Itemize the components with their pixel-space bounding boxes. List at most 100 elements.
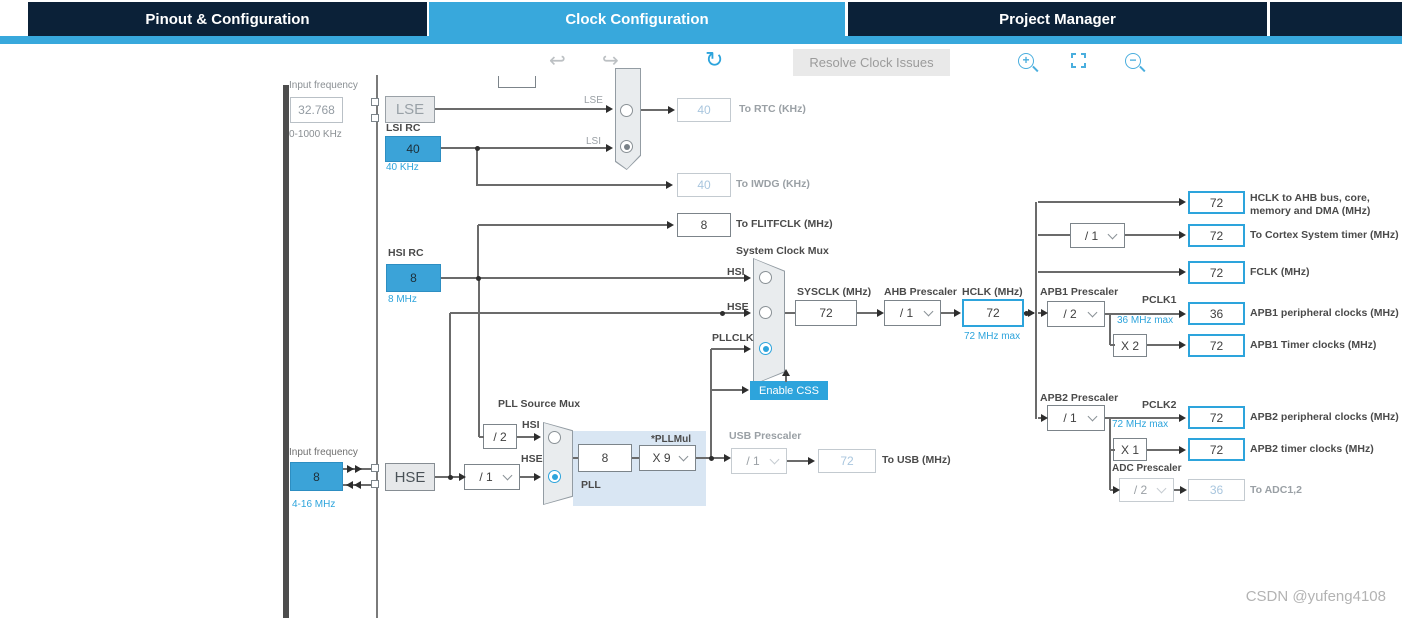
tab-project-manager[interactable]: Project Manager [848,2,1267,36]
wire [1174,489,1182,491]
mux-lsi-input-label: LSI [586,136,602,147]
junction-dot [448,475,453,480]
to-rtc-value-box: 40 [677,98,731,122]
lse-input-frequency-field[interactable]: 32.768 [290,97,343,123]
wire [641,109,671,111]
pllmul-dropdown[interactable]: X 9 [639,445,696,471]
apb1-prescaler-dropdown[interactable]: / 2 [1047,301,1105,327]
sysclk-value-box: 72 [795,300,857,326]
arrowhead-icon [1179,198,1186,206]
usb-prescaler-dropdown[interactable]: / 1 [731,448,787,474]
to-iwdg-value-box: 40 [677,173,731,197]
arrowhead-icon [1041,309,1048,317]
hclk-label: HCLK (MHz) [962,286,1023,298]
tab-bar-filler [1270,2,1402,36]
arrowhead-icon [744,309,751,317]
reset-clock-icon[interactable]: ↻ [705,47,724,72]
arrowhead-icon [346,481,353,489]
arrowhead-icon [1180,486,1187,494]
tab-clock-configuration[interactable]: Clock Configuration [429,2,845,36]
arrowhead-icon [744,345,751,353]
tab-pinout-configuration[interactable]: Pinout & Configuration [28,2,427,36]
pll-block-label: PLL [581,479,601,491]
lse-pin-out [371,114,379,122]
pll-source-mux-title: PLL Source Mux [498,398,581,410]
active-tab-strip [0,36,1402,44]
wire [1147,344,1180,346]
junction-dot [476,276,481,281]
apb2-prescaler-value: / 1 [1063,411,1077,425]
pllmux-hsi-radio[interactable] [548,431,561,444]
wire [1105,417,1180,419]
resolve-clock-issues-button[interactable]: Resolve Clock Issues [793,49,950,76]
undo-icon[interactable]: ↩ [549,50,566,72]
sysmux-hse-radio[interactable] [759,306,772,319]
pllmux-hse-radio[interactable] [548,470,561,483]
rtc-source-mux [615,68,641,170]
cortex-timer-output-label: To Cortex System timer (MHz) [1250,229,1399,241]
apb2-prescaler-label: APB2 Prescaler [1040,392,1119,404]
apb2-timer-output-box: 72 [1188,438,1245,461]
chevron-down-icon [923,306,934,317]
wire [478,224,670,226]
redo-icon[interactable]: ↪ [602,50,619,72]
wire [1147,449,1180,451]
to-flitfclk-value-box: 8 [677,213,731,237]
wire [478,278,480,437]
hclk-ahb-output-label: HCLK to AHB bus, core,memory and DMA (MH… [1250,192,1371,217]
wire [435,108,607,110]
hse-pin-out [371,480,379,488]
chevron-down-icon [1156,483,1167,494]
apb2-prescaler-dropdown[interactable]: / 1 [1047,405,1105,431]
lse-oscillator-box: LSE [385,96,435,123]
arrowhead-icon [666,181,673,189]
pllmux-hsi-label: HSI [522,419,540,431]
apb1-timer-multiplier-box: X 2 [1113,334,1147,357]
adc-prescaler-label: ADC Prescaler [1112,463,1182,474]
apb1-prescaler-value: / 2 [1063,307,1077,321]
hse-input-frequency-field[interactable]: 8 [290,462,343,491]
wire [441,147,607,149]
apb1-peripheral-output-box: 36 [1188,302,1245,325]
arrowhead-icon [667,221,674,229]
arrowhead-icon [606,105,613,113]
rtc-mux-lse-radio[interactable] [620,104,633,117]
wire [1038,201,1180,203]
wire [1109,314,1111,345]
chevron-down-icon [1107,229,1118,239]
wire [441,277,746,279]
sysmux-hsi-radio[interactable] [759,271,772,284]
cortex-prescaler-dropdown[interactable]: / 1 [1070,223,1125,248]
lsi-freq-label: 40 KHz [386,162,419,173]
junction-dot [709,456,714,461]
sysmux-pllclk-radio[interactable] [759,342,772,355]
hse-prediv-dropdown[interactable]: / 1 [464,464,520,490]
rtc-mux-lsi-radio[interactable] [620,140,633,153]
wire [710,349,712,458]
wire [476,148,478,186]
arrowhead-icon [724,454,731,462]
wire [1109,418,1111,490]
hclk-value-box[interactable]: 72 [962,299,1024,327]
zoom-in-icon[interactable] [1018,53,1034,69]
csdn-watermark: CSDN @yufeng4108 [1245,588,1386,605]
to-flitfclk-label: To FLITFCLK (MHz) [736,218,833,230]
wire [1125,234,1180,236]
sysmux-hsi-label: HSI [727,266,745,278]
adc-prescaler-value: / 2 [1133,483,1148,497]
enable-css-button[interactable]: Enable CSS [750,381,828,400]
wire [517,436,536,438]
arrowhead-icon [459,473,466,481]
adc-prescaler-dropdown[interactable]: / 2 [1119,478,1174,502]
apb2-timer-multiplier-box: X 1 [1113,438,1147,461]
sysmux-pllclk-label: PLLCLK [712,332,754,344]
ahb-prescaler-dropdown[interactable]: / 1 [884,300,941,326]
apb1-max-label: 36 MHz max [1117,315,1174,326]
fit-screen-icon[interactable] [1071,53,1086,68]
apb1-timer-output-box: 72 [1188,334,1245,357]
hsi-rc-title: HSI RC [388,247,424,259]
zoom-out-icon[interactable] [1125,53,1141,69]
wire [1110,344,1115,346]
hse-oscillator-box: HSE [385,463,435,491]
pclk2-label: PCLK2 [1142,399,1177,411]
